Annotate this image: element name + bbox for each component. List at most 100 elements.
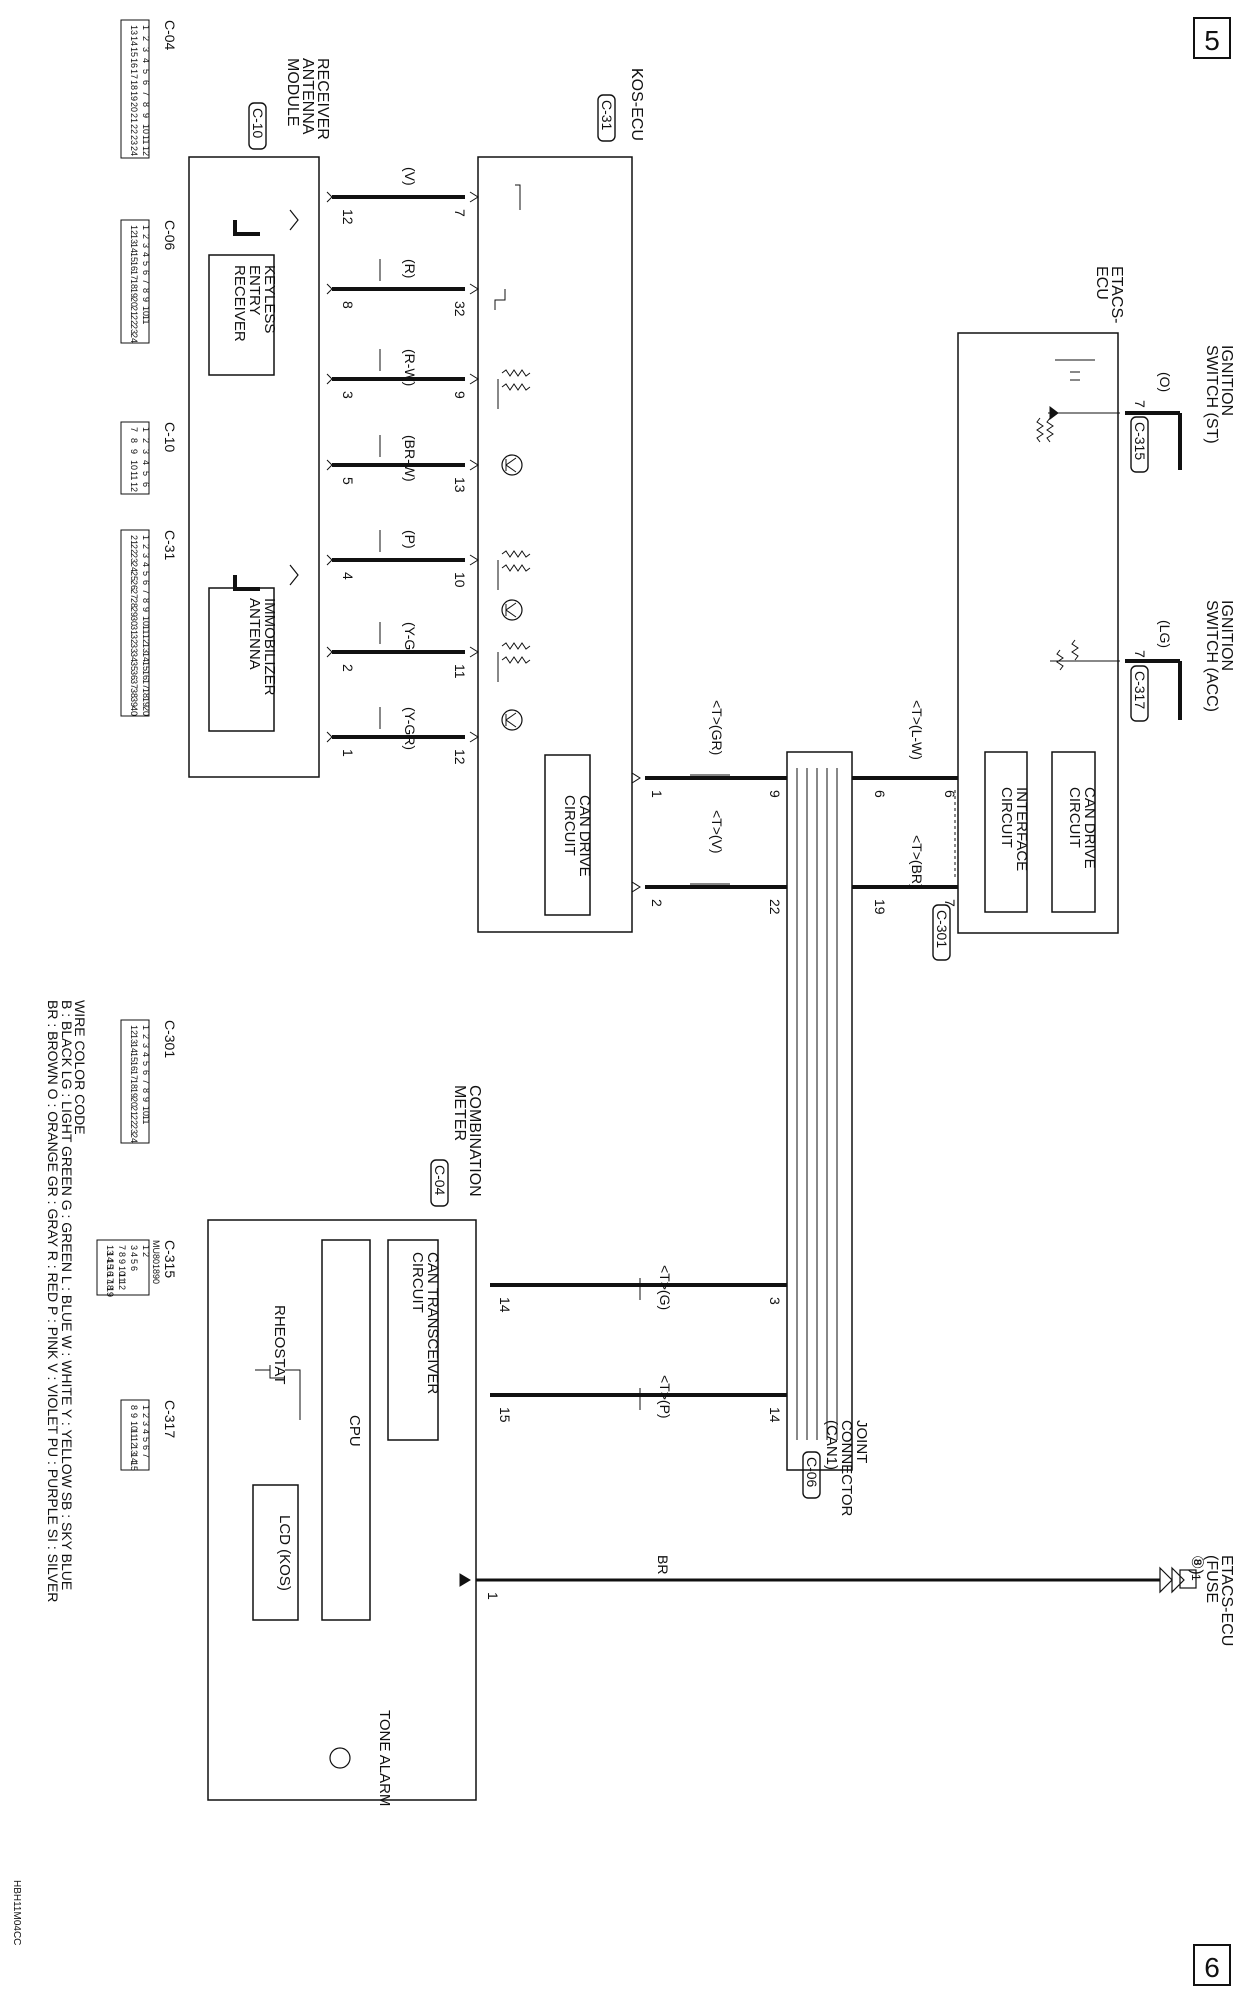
connector-pin-cell: 10 (141, 124, 151, 134)
connector-pin-cell: 19 (129, 288, 139, 298)
connector-pin-cell: 1 (141, 225, 151, 230)
connector-pin-cell: 31 (129, 625, 139, 635)
kos-pin-number: 10 (452, 572, 468, 588)
ignition-acc-connector: C-317 (1132, 671, 1148, 709)
connector-pin-cell: 1 (141, 1245, 151, 1250)
connector-table-frame (96, 1239, 150, 1296)
connector-pin-cell: 34 (129, 652, 139, 662)
connector-pin-cell: 20 (129, 102, 139, 112)
connector-pin-cell: 3 (141, 243, 151, 248)
connector-pin-cell: 7 (129, 427, 139, 432)
connector-pin-cell: 6 (141, 80, 151, 85)
kos-can-low-pin: 2 (649, 899, 665, 907)
connector-pin-cell: 5 (141, 1437, 151, 1442)
kos-pin-terminal-icon (469, 646, 479, 658)
ground-path-icon (494, 289, 506, 310)
tone-alarm-icon (329, 1747, 351, 1769)
connector-pin-cell: 4 (141, 252, 151, 257)
page-number-frame-bottom (1193, 1944, 1231, 1986)
connector-pin-cell: 8 (117, 1252, 127, 1257)
connector-pin-cell: 7 (141, 279, 151, 284)
keyless-antenna-icon (233, 220, 260, 236)
resistor-icon (501, 550, 531, 558)
page-number-top: 5 (1204, 25, 1220, 56)
connector-pin-cell: 32 (129, 634, 139, 644)
wire-color-label: (P) (402, 530, 418, 549)
connector-pin-cell: 16 (141, 670, 151, 680)
connector-pin-cell: 19 (129, 1088, 139, 1098)
connector-pin-cell: 1 (141, 535, 151, 540)
connector-pin-cell: 6 (129, 1266, 139, 1271)
can-transceiver-box (387, 1239, 439, 1441)
ignition-acc-title: IGNITION (1218, 600, 1235, 671)
etacs-can-low-pin: 7 (942, 899, 958, 907)
connector-pin-cell: 21 (129, 535, 139, 545)
receiver-pin-terminal-icon (326, 459, 333, 471)
connector-pin-cell: 15 (129, 252, 139, 262)
receiver-pin-terminal-icon (326, 373, 333, 385)
kos-pin-number: 11 (452, 664, 468, 679)
receiver-pin-terminal-icon (326, 646, 333, 658)
connector-pin-cell: 10 (141, 1106, 151, 1116)
connector-pin-cell: 6 (141, 1445, 151, 1450)
connector-pin-cell: 15 (141, 661, 151, 671)
connector-pin-cell: 12 (117, 1280, 127, 1290)
kos-can-drive-box (544, 754, 591, 916)
resistor-icon (1046, 417, 1054, 443)
etacs-title: ETACS- (1108, 266, 1125, 323)
kos-pin-terminal-icon (469, 373, 479, 385)
connector-pin-cell: 24 (129, 1133, 139, 1143)
receiver-pin-number: 8 (340, 301, 356, 309)
etacs-title: ECU (1093, 266, 1110, 300)
connector-pin-cell: 12 (141, 634, 151, 644)
kos-can-drive-label: CIRCUIT (561, 795, 578, 856)
cpu-label: CPU (346, 1415, 363, 1447)
connector-pin-cell: 13 (129, 25, 139, 35)
connector-pin-cell: 19 (129, 91, 139, 101)
ignition-st-connector-frame (1130, 416, 1149, 473)
interface-label: INTERFACE (1013, 787, 1030, 871)
transistor-icon (505, 602, 517, 618)
fuse-terminal-icon (1159, 1566, 1185, 1594)
receiver-connector: C-10 (250, 108, 266, 139)
connector-table-frame (120, 219, 150, 344)
kos-pin-number: 7 (452, 209, 468, 217)
connector-pin-cell: 8 (129, 438, 139, 443)
connector-pin-cell: 10 (117, 1266, 127, 1276)
connector-pin-cell: 27 (129, 589, 139, 599)
connector-pin-cell: 6 (141, 580, 151, 585)
connector-pin-cell: 14 (129, 1043, 139, 1053)
connector-pin-cell: 2 (141, 234, 151, 239)
wire-color-label: (BR-W) (402, 435, 418, 482)
kos-pin-terminal-icon (469, 459, 479, 471)
receiver-pin-number: 4 (340, 572, 356, 580)
etacs-can-connector: C-301 (934, 910, 950, 948)
joint-connector-tag-frame (802, 1451, 821, 1499)
connector-pin-cell: 21 (129, 306, 139, 316)
ignition-st-connector: C-315 (1132, 422, 1148, 460)
connector-pin-cell: 20 (141, 706, 151, 716)
connector-pin-cell: 36 (129, 670, 139, 680)
combination-meter-title: METER (451, 1085, 468, 1141)
connector-pin-cell: 15 (129, 47, 139, 57)
connector-pin-cell: 17 (141, 679, 151, 689)
connector-table-code: MU801890 (151, 1240, 161, 1284)
kos-pin-terminal-icon (469, 554, 479, 566)
wire-color-code-row: BR : BROWN O : ORANGE GR : GRAY R : RED … (45, 1000, 61, 1602)
transistor-icon (501, 709, 523, 731)
kos-ecu-title: KOS-ECU (628, 68, 645, 141)
ignition-acc-wire-color: (LG) (1157, 620, 1173, 648)
connector-table-title: C-317 (162, 1400, 178, 1438)
page-number-bottom: 6 (1204, 1952, 1220, 1983)
immobilizer-label: ANTENNA (246, 598, 263, 670)
connector-pin-cell: 3 (141, 47, 151, 52)
connector-pin-cell: 13 (105, 1245, 115, 1255)
ignition-st-pin: 7 (1132, 400, 1148, 408)
etacs-fuse-title: ETACS-ECU (1218, 1555, 1235, 1646)
cpu-box (321, 1239, 371, 1621)
receiver-title: MODULE (284, 58, 301, 126)
connector-pin-cell: 18 (141, 688, 151, 698)
keyless-label: RECEIVER (231, 265, 248, 342)
receiver-title: RECEIVER (314, 58, 331, 140)
connector-pin-cell: 10 (141, 306, 151, 316)
